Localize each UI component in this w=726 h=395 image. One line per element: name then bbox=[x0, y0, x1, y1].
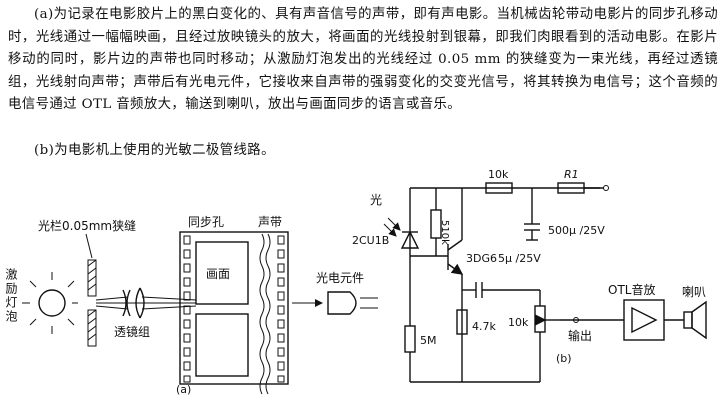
r1-name-label: R1 bbox=[564, 168, 579, 181]
caption-b: (b) bbox=[556, 352, 572, 365]
sync-holes bbox=[183, 235, 285, 383]
sync-hole-label: 同步孔 bbox=[188, 215, 224, 229]
diode-label: 2CU1B bbox=[352, 234, 389, 247]
lens-label: 透镜组 bbox=[114, 324, 150, 339]
film-frame-lower bbox=[195, 313, 249, 377]
output-label: 输出 bbox=[568, 328, 592, 343]
slit-label: 光栏0.05mm狭缝 bbox=[38, 218, 136, 233]
cap-500-label: 500μ /25V bbox=[548, 224, 605, 237]
transistor-3dg6-icon bbox=[447, 188, 464, 290]
light-label: 光 bbox=[370, 193, 382, 207]
resistor-4-7k bbox=[456, 309, 468, 335]
film-frame-upper bbox=[195, 241, 249, 305]
r-4-7k-label: 4.7k bbox=[472, 320, 496, 333]
transistor-label: 3DG6 bbox=[466, 252, 497, 265]
soundtrack bbox=[259, 233, 265, 395]
paragraph-b: (b)为电影机上使用的光敏二极管线路。 bbox=[34, 143, 275, 158]
speaker-icon bbox=[683, 300, 707, 340]
figure-b: 10k R1 500μ /25V 光 2CU1B 510k bbox=[352, 168, 707, 383]
slit-icon bbox=[87, 259, 97, 347]
caption-a: (a) bbox=[176, 383, 191, 395]
otl-amplifier bbox=[623, 299, 665, 341]
resistor-10k-top bbox=[485, 182, 513, 194]
soundtrack-label: 声带 bbox=[258, 215, 282, 229]
r-5m-label: 5M bbox=[420, 334, 437, 347]
r-510k-label: 510k bbox=[439, 220, 450, 245]
potentiometer-10k bbox=[534, 305, 546, 333]
paragraph-a: (a)为记录在电影胶片上的黑白变化的、具有声音信号的声带，即有声电影。当机械齿轮… bbox=[8, 7, 718, 113]
photo-element-label: 光电元件 bbox=[316, 271, 364, 285]
speaker-label: 喇叭 bbox=[682, 284, 706, 299]
pot-label: 10k bbox=[508, 316, 529, 329]
photo-element-icon bbox=[327, 291, 378, 315]
lamp-label: 激励灯泡 bbox=[4, 268, 18, 324]
film-strip bbox=[179, 231, 289, 395]
lens-group-icon bbox=[122, 287, 145, 319]
lamp-icon bbox=[22, 272, 78, 334]
amp-label: OTL音放 bbox=[608, 282, 655, 297]
cap-5-label: 5μ /25V bbox=[498, 252, 541, 265]
resistor-5m bbox=[404, 325, 416, 353]
figure-a: 激励灯泡 光栏0.05mm狭缝 bbox=[4, 215, 378, 395]
r1-value-label: 10k bbox=[488, 168, 509, 181]
frame-label: 画面 bbox=[206, 267, 230, 281]
